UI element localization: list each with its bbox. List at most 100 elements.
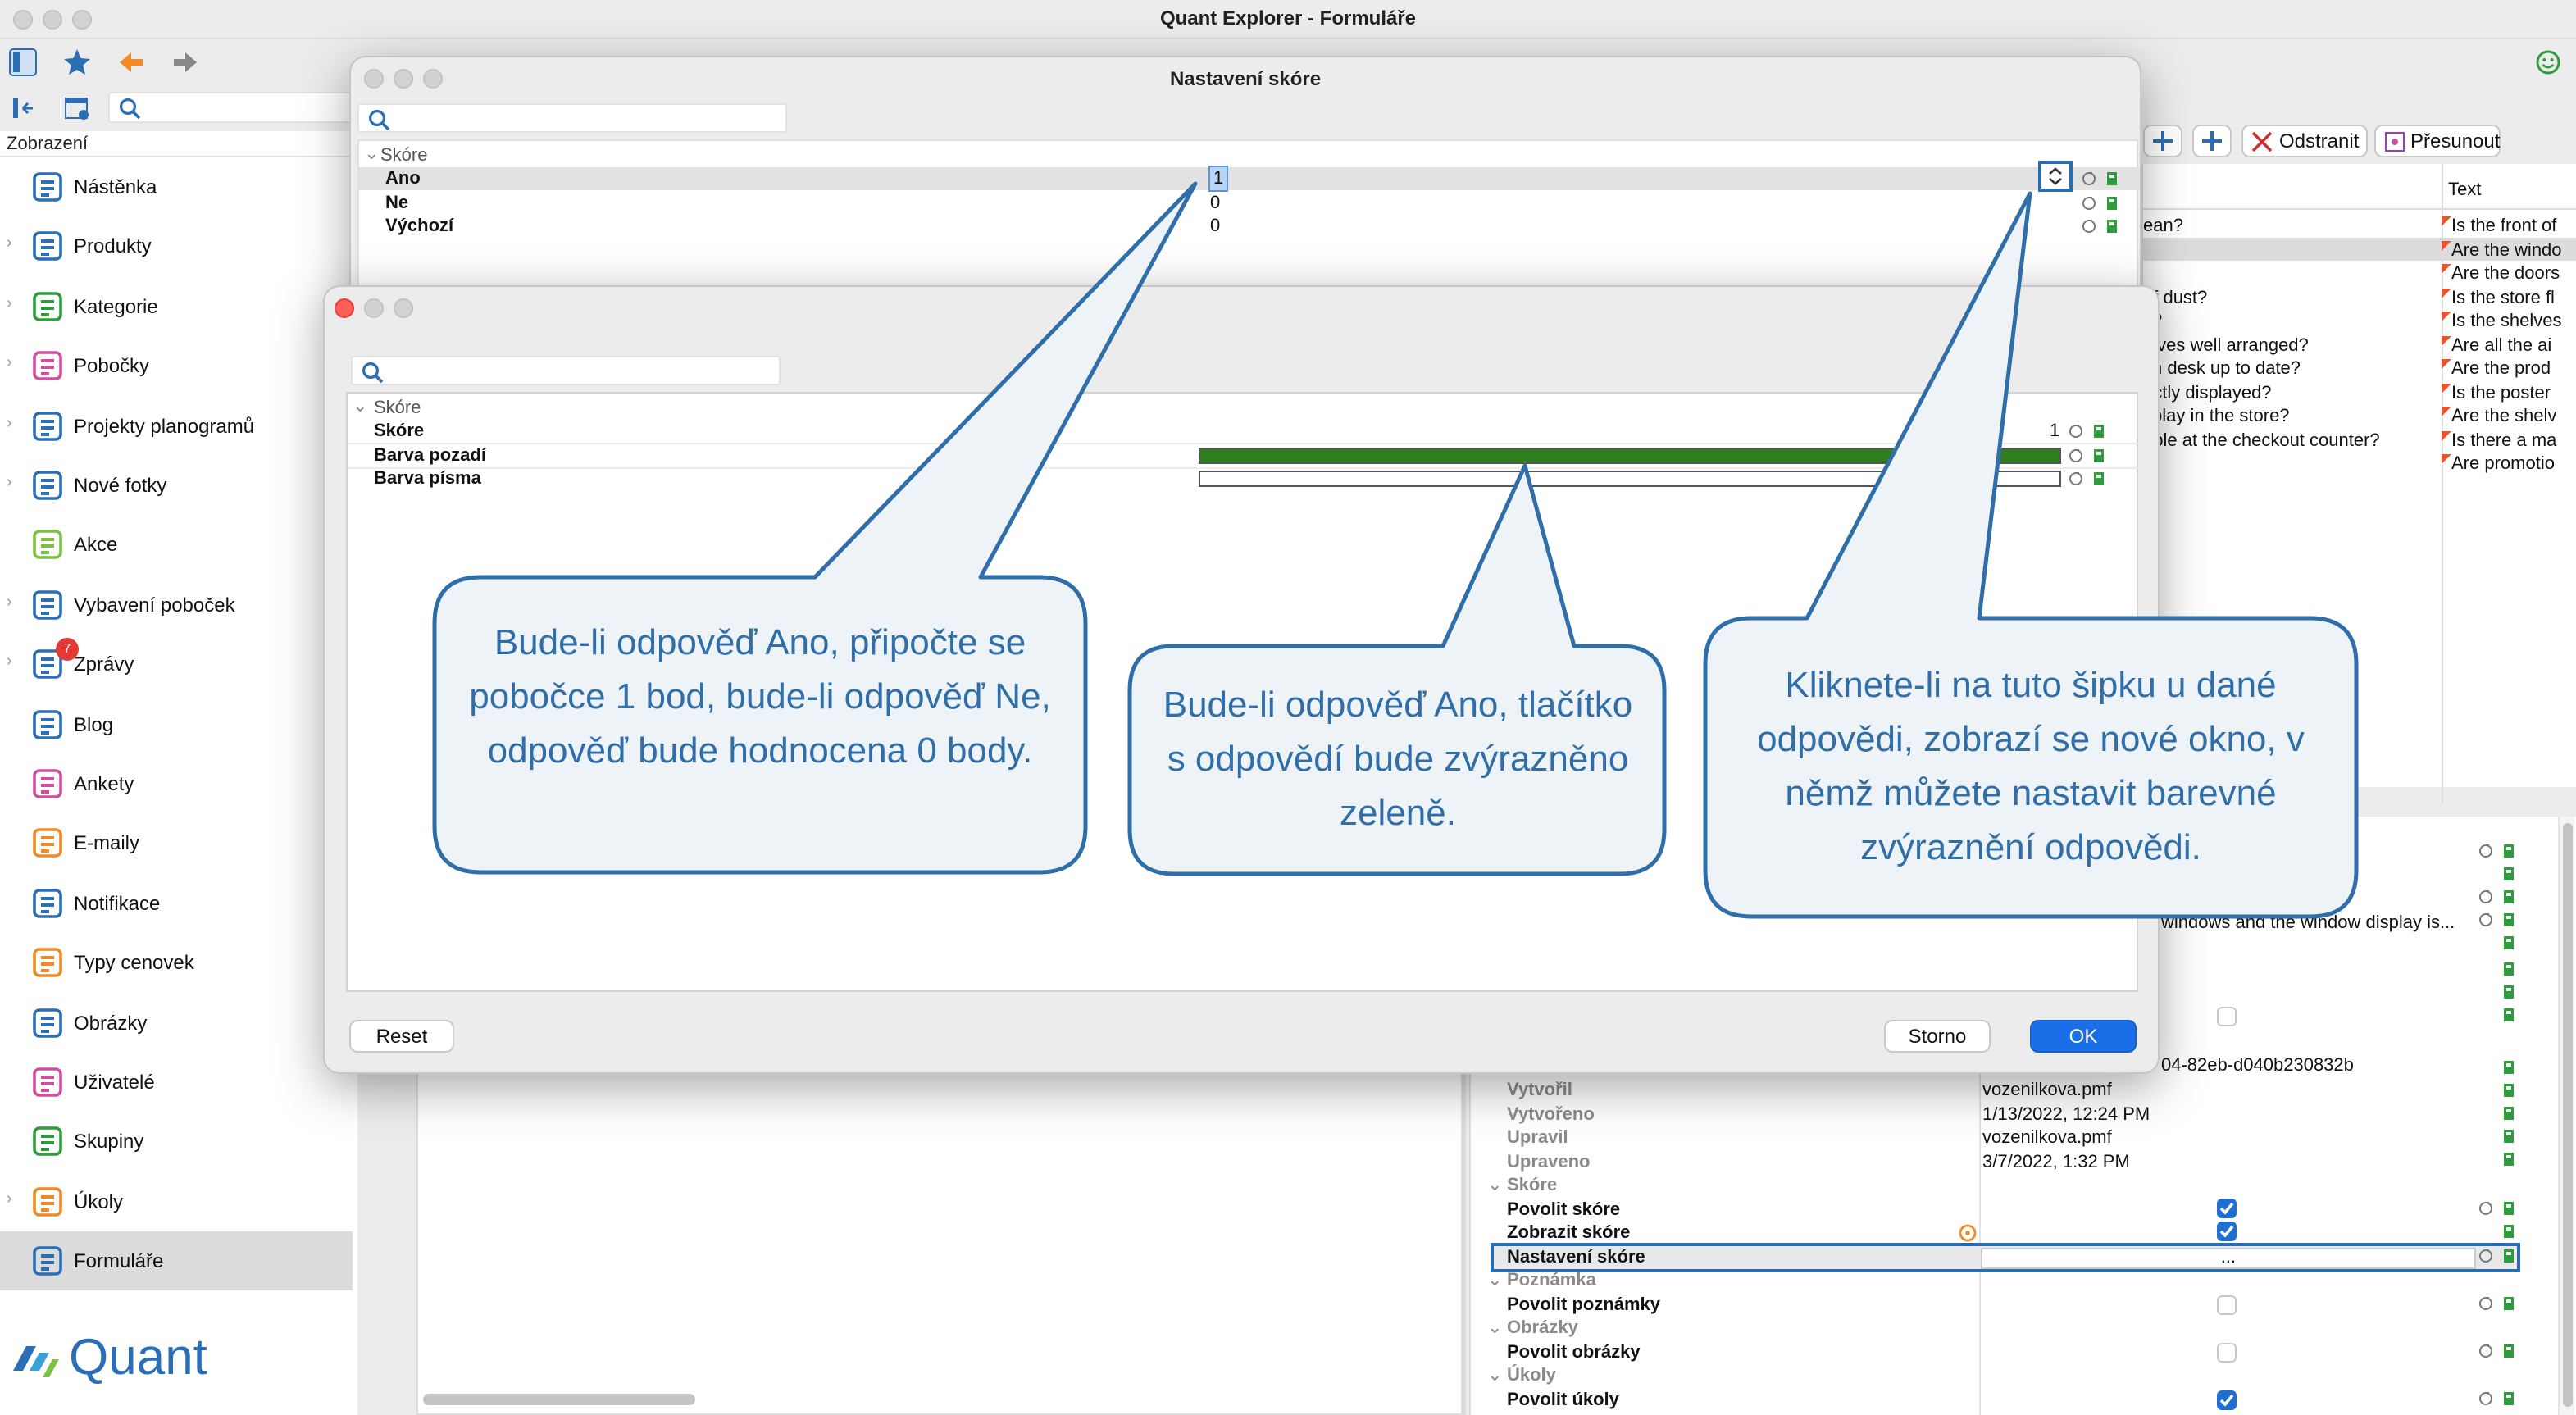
add-child-button[interactable] <box>2143 125 2182 157</box>
reset-value-icon[interactable] <box>2478 1343 2494 1359</box>
reset-value-icon[interactable] <box>2478 1390 2494 1407</box>
collapse-panel-icon[interactable] <box>10 95 36 121</box>
reset-value-icon[interactable] <box>2478 1248 2494 1264</box>
section-images-toggle[interactable]: ⌄ <box>1487 1318 1503 1338</box>
answer-score-value[interactable]: 0 <box>1210 216 1221 236</box>
cancel-button[interactable]: Storno <box>1884 1020 1991 1053</box>
sidebar-item-4[interactable]: ›Projekty planogramů <box>0 396 353 455</box>
section-tasks-toggle[interactable]: ⌄ <box>1487 1366 1503 1385</box>
table-row[interactable]: Is the front of <box>2442 215 2576 239</box>
sidebar-item-6[interactable]: Akce <box>0 516 353 575</box>
sidebar-item-10[interactable]: Ankety <box>0 754 353 813</box>
reset-value-icon[interactable] <box>2068 423 2084 439</box>
apply-value-icon[interactable] <box>2501 1151 2517 1167</box>
chevron-right-icon[interactable]: › <box>7 234 12 253</box>
reset-value-icon[interactable] <box>2478 889 2494 905</box>
score-settings-row[interactable]: Nastavení skóre ... <box>1491 1243 2520 1272</box>
apply-value-icon[interactable] <box>2091 471 2107 487</box>
chevron-right-icon[interactable]: › <box>7 354 12 373</box>
dialog-close-button[interactable] <box>335 298 354 318</box>
sidebar-toggle-icon[interactable] <box>8 48 38 77</box>
move-button[interactable]: Přesunout <box>2374 125 2501 157</box>
apply-value-icon[interactable] <box>2501 1082 2517 1099</box>
section-toggle[interactable]: ⌄ <box>364 144 380 164</box>
dialog-minimize-button[interactable] <box>394 69 413 89</box>
section-score-toggle[interactable]: ⌄ <box>1487 1176 1503 1195</box>
enable-images-checkbox[interactable] <box>2217 1343 2237 1363</box>
table-row[interactable]: Are the prod <box>2442 357 2576 381</box>
background-color-swatch[interactable] <box>1199 448 2061 464</box>
dialog-minimize-button[interactable] <box>364 298 384 318</box>
apply-value-icon[interactable] <box>2501 1390 2517 1407</box>
font-color-swatch[interactable] <box>1199 471 2061 487</box>
apply-value-icon[interactable] <box>2501 935 2517 951</box>
ok-button[interactable]: OK <box>2030 1020 2137 1053</box>
table-cell[interactable]: ectly displayed? <box>2143 383 2272 403</box>
chevron-right-icon[interactable]: › <box>7 1190 12 1208</box>
chevron-right-icon[interactable]: › <box>7 593 12 612</box>
sidebar-item-3[interactable]: ›Pobočky <box>0 336 353 395</box>
reset-value-icon[interactable] <box>2478 1200 2494 1217</box>
table-cell[interactable]: sh desk up to date? <box>2143 359 2301 379</box>
apply-value-icon[interactable] <box>2501 1105 2517 1122</box>
reset-value-icon[interactable] <box>2478 912 2494 928</box>
properties-scrollbar[interactable] <box>2558 817 2574 1415</box>
enable-tasks-checkbox[interactable] <box>2217 1390 2237 1410</box>
table-row[interactable]: Are all the ai <box>2442 334 2576 357</box>
add-button[interactable] <box>2192 125 2232 157</box>
dialog-close-button[interactable] <box>364 69 384 89</box>
apply-value-icon[interactable] <box>2501 1295 2517 1312</box>
sidebar-item-17[interactable]: ›Úkoly <box>0 1172 353 1231</box>
dialog-search-input[interactable] <box>351 356 781 385</box>
apply-value-icon[interactable] <box>2501 1223 2517 1240</box>
apply-value-icon[interactable] <box>2501 961 2517 977</box>
smiley-icon[interactable] <box>2535 49 2561 75</box>
table-row[interactable]: Are the doors <box>2442 262 2576 286</box>
chevron-right-icon[interactable]: › <box>7 653 12 671</box>
score-value[interactable]: 1 <box>2050 421 2060 441</box>
apply-value-icon[interactable] <box>2501 1343 2517 1359</box>
sidebar-item-13[interactable]: Typy cenovek <box>0 933 353 992</box>
favorites-star-icon[interactable] <box>62 48 92 77</box>
table-cell[interactable]: able at the checkout counter? <box>2143 430 2380 450</box>
apply-value-icon[interactable] <box>2091 423 2107 439</box>
sidebar-item-7[interactable]: ›Vybavení poboček <box>0 576 353 635</box>
table-cell[interactable]: ean? <box>2143 216 2183 236</box>
dialog-zoom-button[interactable] <box>394 298 413 318</box>
apply-value-icon[interactable] <box>2091 448 2107 464</box>
table-cell[interactable]: splay in the store? <box>2143 407 2290 426</box>
enable-score-checkbox[interactable] <box>2217 1199 2237 1218</box>
dialog-zoom-button[interactable] <box>423 69 443 89</box>
answer-score-value[interactable]: 0 <box>1210 193 1221 212</box>
reset-value-icon[interactable] <box>2081 171 2097 187</box>
chevron-right-icon[interactable]: › <box>7 474 12 492</box>
sidebar-item-11[interactable]: E-maily <box>0 814 353 873</box>
table-row[interactable]: Is the poster <box>2442 381 2576 405</box>
chevron-right-icon[interactable]: › <box>7 294 12 313</box>
table-row[interactable]: Are promotio <box>2442 453 2576 476</box>
table-row[interactable]: Is there a ma <box>2442 429 2576 453</box>
reset-button[interactable]: Reset <box>349 1020 454 1053</box>
apply-value-icon[interactable] <box>2501 866 2517 882</box>
chevron-right-icon[interactable]: › <box>7 414 12 433</box>
minimize-window-button[interactable] <box>43 10 62 30</box>
horizontal-scrollbar[interactable] <box>423 1394 695 1405</box>
reset-value-icon[interactable] <box>2081 218 2097 234</box>
table-row[interactable]: Is the store fl <box>2442 286 2576 310</box>
dialog-search-input[interactable] <box>357 103 787 133</box>
sidebar-search-input[interactable] <box>108 92 354 123</box>
sidebar-item-1[interactable]: ›Produkty <box>0 217 353 276</box>
apply-value-icon[interactable] <box>2501 1007 2517 1023</box>
apply-value-icon[interactable] <box>2501 1059 2517 1076</box>
apply-value-icon[interactable] <box>2501 1128 2517 1144</box>
apply-value-icon[interactable] <box>2501 1248 2517 1264</box>
sidebar-item-15[interactable]: Uživatelé <box>0 1053 353 1112</box>
table-row[interactable]: Are the shelv <box>2442 405 2576 429</box>
reset-value-icon[interactable] <box>2081 194 2097 211</box>
answer-score-value[interactable]: 1 <box>1208 166 1229 192</box>
sidebar-item-2[interactable]: ›Kategorie <box>0 277 353 336</box>
apply-value-icon[interactable] <box>2501 984 2517 1000</box>
sidebar-item-14[interactable]: Obrázky <box>0 993 353 1052</box>
unknown-checkbox[interactable] <box>2217 1007 2237 1026</box>
